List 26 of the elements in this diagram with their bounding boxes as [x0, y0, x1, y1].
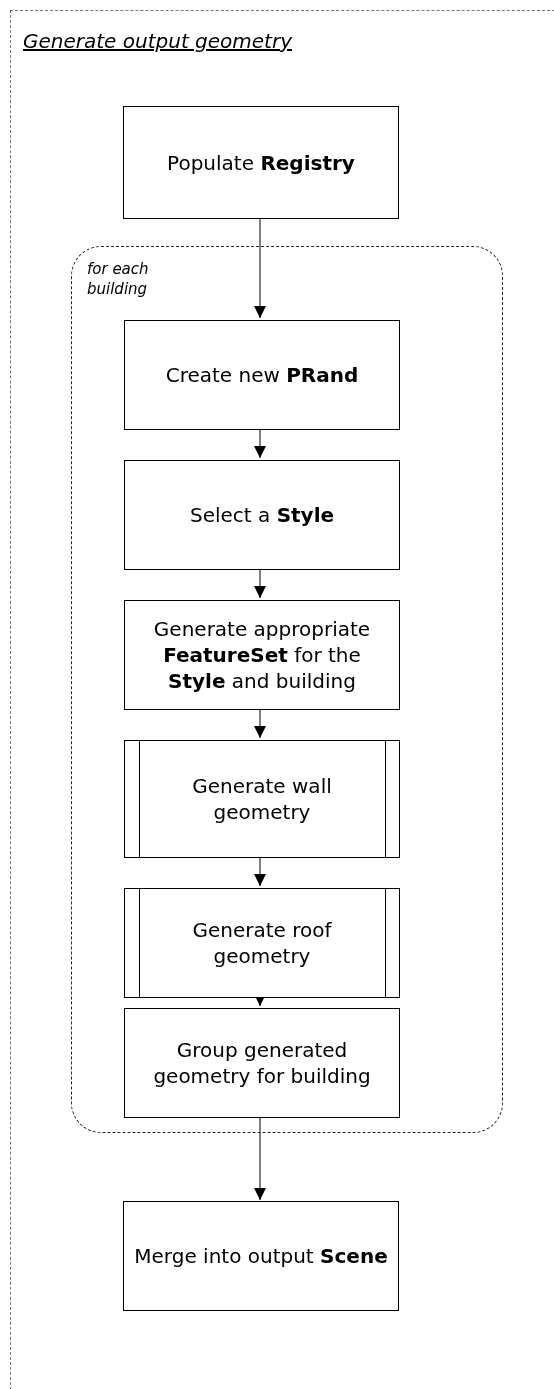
arrow: [254, 567, 266, 599]
frame-title: Generate output geometry: [23, 29, 292, 53]
arrow: [254, 707, 266, 739]
box-text: Populate Registry: [167, 149, 355, 176]
box-text: Group generated geometry for building: [152, 1037, 372, 1089]
box-text: Create new PRand: [165, 362, 359, 388]
box-text: Select a Style: [189, 502, 335, 528]
loop-label: for each building: [87, 259, 150, 299]
arrow: [254, 855, 266, 887]
arrow: [254, 427, 266, 459]
process-box: [123, 1201, 399, 1311]
box-text: Generate wall geometry: [191, 773, 333, 825]
process-box: [124, 320, 400, 430]
process-box: [124, 1008, 400, 1118]
process-box: [123, 106, 399, 219]
arrow: [254, 217, 266, 319]
box-text: Generate appropriate FeatureSet for the Style and building: [152, 616, 372, 694]
process-box: [124, 600, 400, 710]
arrow: [254, 1115, 266, 1201]
loop-region: [71, 246, 503, 1133]
dashed-frame: [10, 10, 554, 1389]
box-text: Merge into output Scene: [134, 1243, 388, 1269]
process-box: [124, 460, 400, 570]
subprocess-box: [124, 740, 400, 858]
subprocess-box: [124, 888, 400, 998]
box-text: Generate roof geometry: [191, 917, 333, 969]
